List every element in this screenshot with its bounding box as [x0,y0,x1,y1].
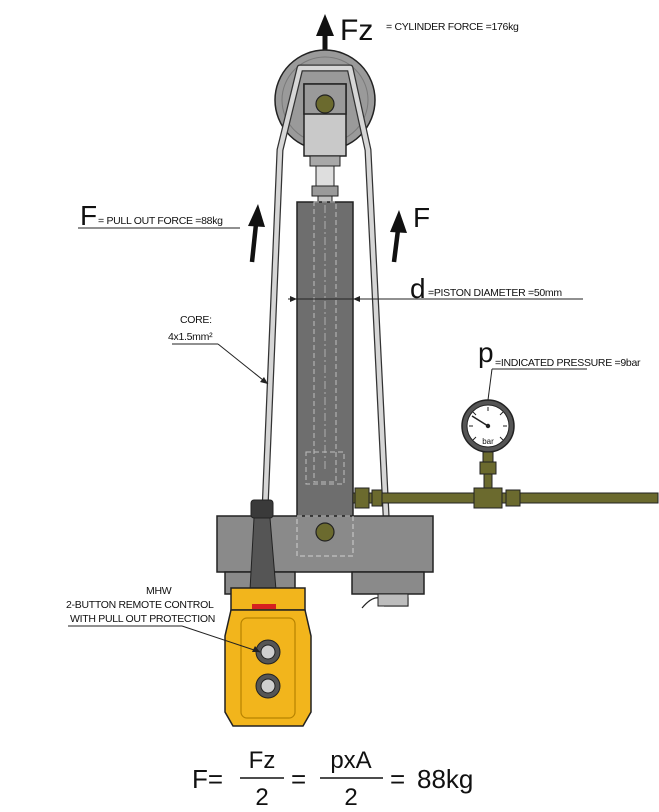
remote-label-line2: 2-BUTTON REMOTE CONTROL [66,599,214,611]
fz-label: = CYLINDER FORCE =176kg [386,21,519,33]
right-force-arrow [390,210,407,263]
pressure-gauge [461,399,515,493]
formula-frac2-numerator: pxA [330,747,371,774]
f-label: = PULL OUT FORCE =88kg [98,215,223,227]
hydraulic-pipe [352,487,659,509]
rope [261,64,394,596]
piston-diameter-dimension [288,293,583,305]
formula-frac1-denominator: 2 [255,784,268,811]
f-right-symbol: F [413,202,430,233]
gauge-unit: bar [482,437,494,446]
p-symbol: p [478,337,494,368]
pull-out-force-arrow [248,204,265,263]
clevis-head [303,83,347,203]
formula-frac1-numerator: Fz [249,747,276,774]
f-symbol: F [80,200,97,231]
p-label: =INDICATED PRESSURE =9bar [495,357,641,369]
formula-eq2: = [390,764,405,794]
hydraulic-cylinder [296,201,354,519]
formula-result: 88kg [417,764,473,794]
d-label: =PISTON DIAMETER =50mm [428,287,562,299]
d-symbol: d [410,273,426,304]
force-formula: F= Fz 2 = pxA 2 = 88kg [192,747,473,811]
fz-symbol: Fz [340,14,373,47]
remote-control [224,587,312,727]
formula-frac2-denominator: 2 [344,784,357,811]
remote-label-line1: MHW [146,585,172,597]
remote-leader-line [68,625,261,653]
formula-lhs: F= [192,764,223,794]
core-label-line1: CORE: [180,314,212,326]
remote-cable [249,499,277,591]
core-leader-line [172,343,269,385]
base-block [216,515,434,609]
remote-label-line3: WITH PULL OUT PROTECTION [70,613,215,625]
formula-eq1: = [291,764,306,794]
core-label-line2: 4x1.5mm² [168,331,213,343]
p-leader-line-diag [487,368,493,401]
